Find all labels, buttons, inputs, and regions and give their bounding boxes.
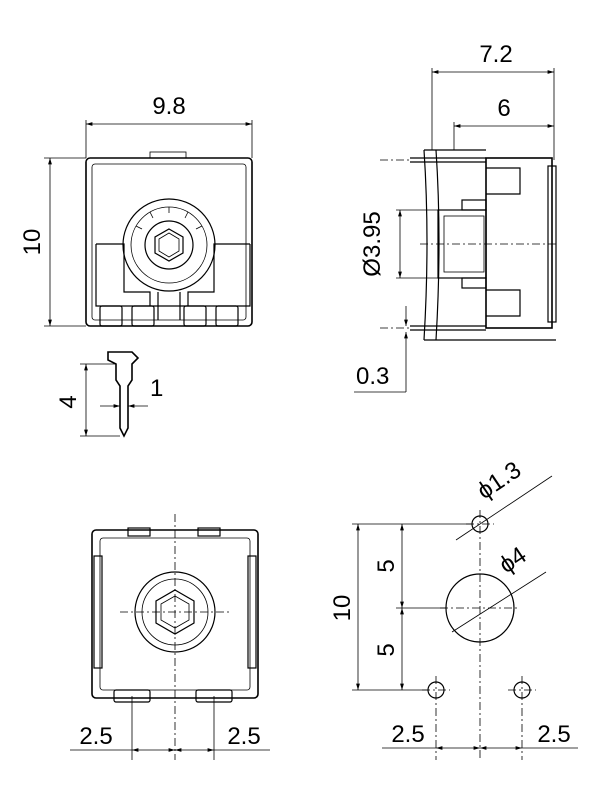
hex-socket-icon: [154, 228, 184, 262]
pcb-hole-small-label: ϕ1.3: [472, 456, 526, 505]
front-rotor: [122, 198, 216, 292]
side-view: 7.2 6 Ø3.95: [354, 41, 557, 393]
pcb-left-spacing-label: 2.5: [391, 721, 424, 748]
pcb-height-total-label: 10: [329, 595, 356, 622]
pcb-lower-half-label: 5: [373, 643, 400, 656]
front-view: 9.8 10: [19, 93, 253, 327]
pcb-hole-large-label: ϕ4: [494, 542, 531, 579]
front-width-label: 9.8: [152, 93, 185, 120]
side-depth-body-label: 6: [497, 95, 510, 122]
pin-outline: [107, 351, 140, 438]
pcb-layout: ϕ1.3 ϕ4 10 5 5 2.5 2.5: [329, 456, 578, 760]
pin-width-label: 1: [150, 375, 163, 402]
rotor-diameter-label: Ø3.95: [359, 211, 386, 276]
bottom-view: 2.5 2.5: [70, 514, 270, 760]
front-body: [85, 157, 253, 327]
pin-thickness-label: 0.3: [356, 363, 389, 390]
pin-length-label: 4: [55, 395, 82, 408]
front-height-label: 10: [19, 229, 46, 256]
pin-detail: 4 1: [55, 351, 163, 438]
side-body: [485, 157, 553, 329]
bottom-left-spacing-label: 2.5: [79, 723, 112, 750]
side-depth-total-label: 7.2: [479, 41, 512, 68]
pcb-right-spacing-label: 2.5: [537, 721, 570, 748]
bottom-rotor: [134, 571, 216, 653]
bottom-right-spacing-label: 2.5: [227, 723, 260, 750]
side-rotor: [437, 209, 487, 279]
pcb-upper-half-label: 5: [373, 559, 400, 572]
